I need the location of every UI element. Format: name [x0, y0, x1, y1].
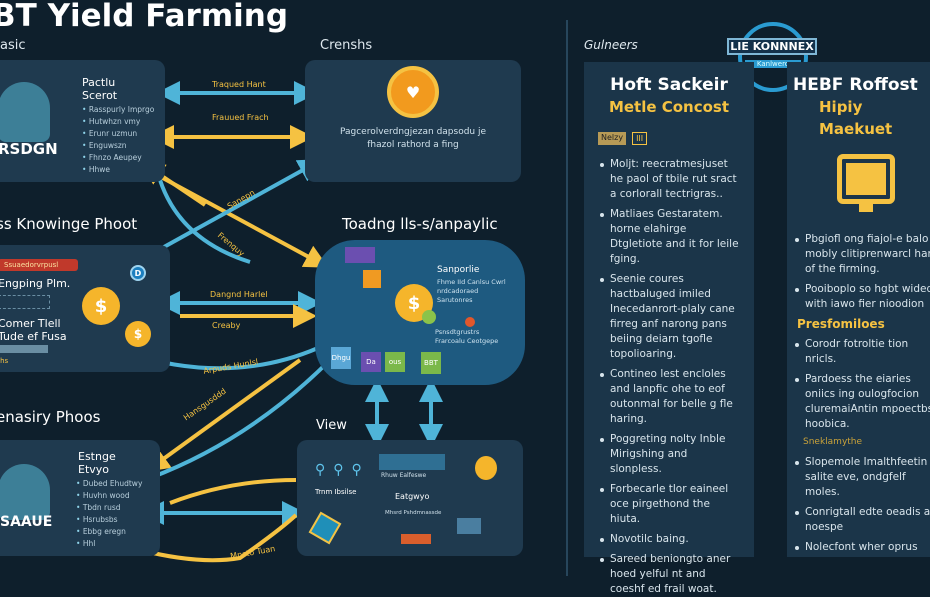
panel-a: RSDGN Pactlu Scerot Rasspurly ImprgoHutw… — [0, 60, 165, 182]
column-left: Hoft Sackeir Metle Concost Nelzy III Mol… — [584, 62, 754, 595]
token-icon — [465, 317, 475, 327]
panel-line: Tude ef Fusa — [0, 330, 67, 343]
arrow-yellow-curve-bottom — [139, 513, 298, 563]
panel-list: Rasspurly ImprgoHutwhzn vmyErunr uzmunEn… — [82, 104, 155, 176]
panel-title: Pactlu Scerot — [82, 76, 118, 102]
panel-title: Estnge Etvyo — [78, 450, 116, 476]
arrow-yellow-low — [145, 358, 302, 473]
section-heading: ss Knowinge Phoot — [0, 215, 138, 233]
tube-icons: ⚲⚲⚲ — [315, 462, 370, 478]
panel-list: Dubed EhudtwyHuvhn woodTbdn rusdHsrubsbs… — [76, 478, 143, 550]
coin-icon: ♥ — [387, 66, 439, 118]
logo — [738, 22, 808, 92]
hexagon-badge-icon — [308, 511, 342, 545]
progress-strip — [0, 345, 48, 353]
dollar-coin-icon: $ — [125, 321, 151, 347]
arrow-label: Creaby — [212, 321, 241, 330]
chip-icon — [345, 247, 375, 263]
dome-illustration — [0, 464, 50, 520]
chip-icon — [363, 270, 381, 288]
arrow-label: Traqued Hant — [212, 80, 266, 89]
bullet-list: Pbgiofl ong fiajol-e balo mobly clitipre… — [787, 232, 930, 312]
bullet-list: Moljt: reecratmesjuset he paol of tbile … — [584, 157, 754, 597]
panel-badge: SAAUE — [0, 514, 53, 530]
bulb-icon — [475, 456, 497, 480]
panel-line: Comer Tlell — [0, 317, 61, 330]
chip: BBT — [421, 352, 441, 374]
column-subtitle: Metle Concost — [608, 98, 730, 116]
connector-arrows — [93, 20, 568, 576]
bullet-list: Slopemole Imalthfeetin salite eve, ondgf… — [787, 455, 930, 557]
logo-text: LIE KONNNEX — [727, 38, 817, 55]
subhead: Sneklamythe — [803, 437, 863, 447]
chip: ous — [385, 352, 405, 372]
chip: Dhgu — [331, 347, 351, 369]
screens-strip — [379, 454, 445, 470]
section-heading: enasiry Phoos — [0, 408, 101, 426]
section-heading: Toadng lls-s/anpaylic — [342, 215, 498, 233]
panel-badge: RSDGN — [0, 140, 58, 158]
arrow-blue-curve — [158, 179, 251, 264]
caption: Trnm Ibsilse — [315, 488, 357, 496]
panel-text: Pagcerolverdngjezan dapsodu je fhazol ra… — [339, 127, 487, 150]
caption: Eatgwyo — [395, 492, 430, 501]
panel-heading: Sanporlie — [437, 265, 480, 275]
panel-text: Fhme IId Canlsu Cwrl nrdcadoraed Saruton… — [437, 278, 506, 304]
arrow-blue-low — [149, 358, 332, 480]
section-label: Gulneers — [584, 38, 638, 52]
dollar-coin-icon: $ — [82, 287, 120, 325]
placeholder-box — [0, 295, 50, 309]
panel-tag: Ssuaedorvrpusl — [0, 259, 78, 271]
panel-foot: Ihs — [0, 357, 9, 365]
monitor-icon — [837, 154, 895, 204]
panel-d-blob: $ Sanporlie Fhme IId Canlsu Cwrl nrdcado… — [315, 240, 525, 385]
panel-b: ♥ Pagcerolverdngjezan dapsodu je fhazol … — [305, 60, 521, 182]
column-right: HEBF Roffost Hipiy Maekuet Pbgiofl ong f… — [787, 62, 930, 557]
arrow-yellow-bottom — [169, 478, 297, 505]
section-label: Crenshs — [320, 38, 373, 53]
bullet-list: Corodr fotroltie tion nricls.Pardoess th… — [787, 337, 930, 432]
tag: Nelzy — [598, 132, 627, 145]
arrow-label: Frauued Frach — [212, 113, 269, 122]
caption: Mhsrd Pshdmnassde — [385, 510, 442, 516]
token-icon: D — [130, 265, 146, 281]
panel-text: Psnsdtgrustrs Frarcoalu Ceotgepe — [435, 328, 499, 345]
laptop-icon — [457, 518, 481, 534]
tag: III — [632, 132, 648, 145]
panel-line: Engping Plm. — [0, 277, 71, 290]
section-heading: View — [316, 418, 347, 433]
panel-c: Ssuaedorvrpusl Engping Plm. Comer Tlell … — [0, 245, 170, 372]
chip: Da — [361, 352, 381, 372]
bench-icon — [401, 534, 431, 544]
column-title: HEBF Roffost — [793, 75, 918, 95]
token-icon — [422, 310, 436, 324]
panel-f: ⚲⚲⚲ Trnm Ibsilse Rhuw Ealfeswe Eatgwyo M… — [297, 440, 523, 556]
logo-sub: Kanlwero — [745, 60, 801, 68]
page-title: BT Yield Farming — [0, 0, 289, 34]
panel-e: SAAUE Estnge Etvyo Dubed EhudtwyHuvhn wo… — [0, 440, 160, 556]
column-title: Hoft Sackeir — [610, 75, 728, 95]
caption: Rhuw Ealfeswe — [381, 472, 427, 479]
column-subtitle: Hipiy Maekuet — [819, 98, 893, 138]
arrow-label: Dangnd Harlel — [210, 290, 268, 299]
section-label: asic — [0, 38, 26, 53]
dome-illustration — [0, 82, 50, 142]
subhead: Presfomiloes — [797, 317, 885, 331]
